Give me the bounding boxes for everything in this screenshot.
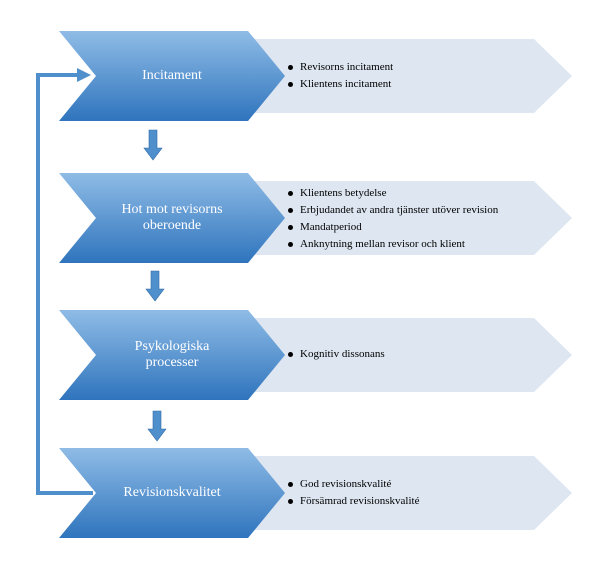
list-item: Klientens incitament: [287, 76, 393, 93]
stage-chevron-4: [59, 448, 285, 538]
down-arrow-icon: [147, 410, 167, 442]
feedback-loop-line: [36, 73, 93, 495]
stage-chevron-2: [59, 173, 285, 263]
detail-chevron-3: [252, 318, 572, 392]
detail-chevron-4: [252, 456, 572, 530]
detail-list-psykologiska-processer: Kognitiv dissonans: [287, 346, 385, 363]
down-arrow-icon: [143, 129, 163, 161]
list-item: Försämrad revisionskvalité: [287, 493, 419, 510]
detail-list-incitament: Revisorns incitament Klientens incitamen…: [287, 59, 393, 93]
stage-chevron-3: [59, 310, 285, 400]
detail-list-hot-mot-revisorns-oberoende: Klientens betydelse Erbjudandet av andra…: [287, 185, 498, 253]
down-arrow-icon: [145, 270, 165, 302]
list-item: Mandatperiod: [287, 219, 498, 236]
list-item: Klientens betydelse: [287, 185, 498, 202]
stage-label-incitament: Incitament: [142, 68, 202, 83]
stage-label-psykologiska-processer: Psykologiska processer: [134, 339, 210, 370]
detail-chevron-2: [252, 181, 572, 255]
list-item: Erbjudandet av andra tjänster utöver rev…: [287, 202, 498, 219]
list-item: God revisionskvalité: [287, 476, 419, 493]
detail-chevron-1: [252, 39, 572, 113]
detail-list-revisionskvalitet: God revisionskvalité Försämrad revisions…: [287, 476, 419, 510]
list-item: Revisorns incitament: [287, 59, 393, 76]
list-item: Kognitiv dissonans: [287, 346, 385, 363]
stage-label-hot-mot-revisorns-oberoende: Hot mot revisorns oberoende: [121, 202, 223, 233]
feedback-arrowhead-icon: [77, 68, 91, 82]
stage-label-revisionskvalitet: Revisionskvalitet: [123, 485, 221, 500]
stage-chevron-1: [59, 31, 285, 121]
list-item: Anknytning mellan revisor och klient: [287, 236, 498, 253]
